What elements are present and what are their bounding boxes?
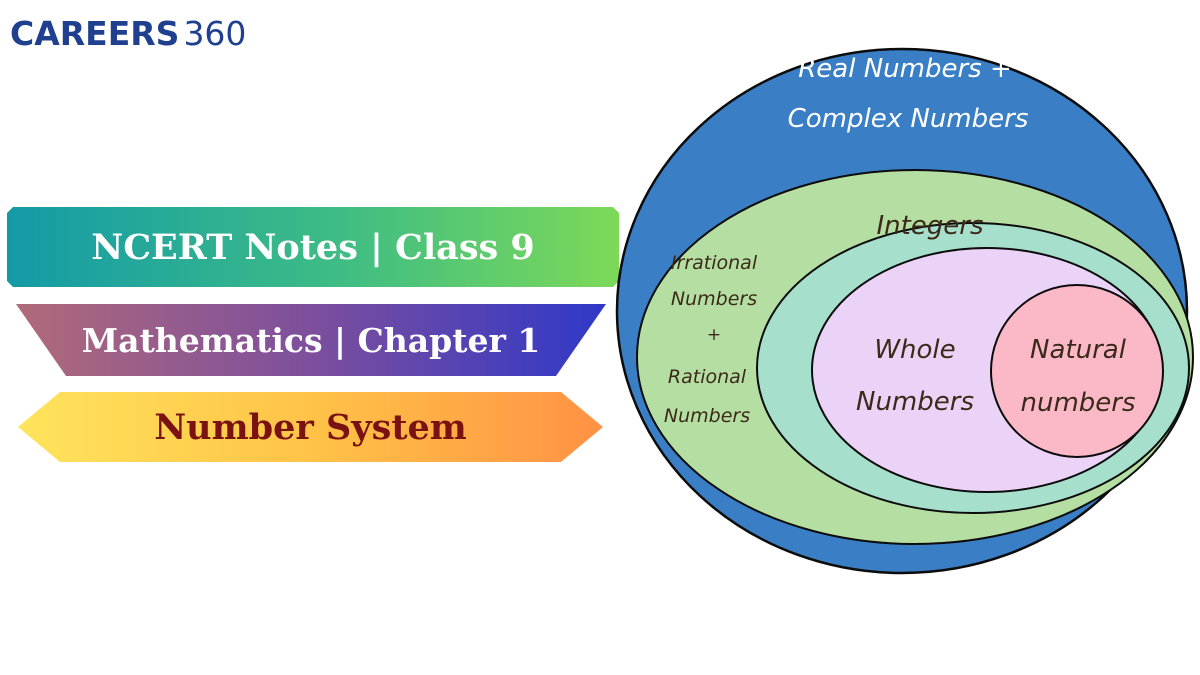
natural-label-line1: Natural xyxy=(1030,335,1127,365)
natural-numbers-circle xyxy=(990,284,1164,458)
topic-banner-text: Number System xyxy=(154,406,467,448)
outer-label-line1: Real Numbers + xyxy=(798,54,1012,84)
ncert-notes-banner: NCERT Notes | Class 9 xyxy=(7,207,619,287)
rational-label-line2: Numbers xyxy=(664,405,750,427)
rational-label-line1: Rational xyxy=(668,366,747,388)
whole-label-line2: Numbers xyxy=(856,387,974,417)
logo-brand-text: CAREERS xyxy=(10,14,180,53)
integers-label: Integers xyxy=(876,211,983,241)
number-system-venn-diagram: Real Numbers + Complex Numbers Irrationa… xyxy=(615,47,1194,575)
logo-number-text: 360 xyxy=(183,14,247,53)
irrational-label-line2: Numbers xyxy=(671,288,757,310)
irrational-plus-sign: + xyxy=(707,325,721,345)
natural-label-line2: numbers xyxy=(1020,388,1135,418)
outer-label-line2: Complex Numbers xyxy=(788,104,1029,134)
irrational-label-line1: Irrational xyxy=(671,252,758,274)
chapter-banner-text: Mathematics | Chapter 1 xyxy=(81,320,541,360)
careers360-logo: CAREERS 360 xyxy=(10,14,246,54)
topic-banner: Number System xyxy=(18,392,603,462)
ncert-notes-banner-text: NCERT Notes | Class 9 xyxy=(91,226,535,268)
chapter-banner: Mathematics | Chapter 1 xyxy=(16,304,606,376)
whole-label-line1: Whole xyxy=(874,335,955,365)
